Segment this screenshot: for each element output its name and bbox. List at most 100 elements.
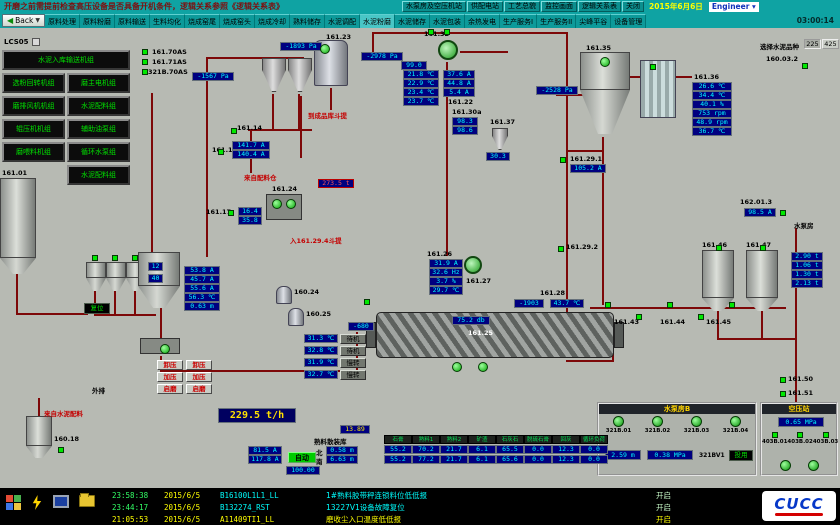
nav-tabs: 原料处理原料粉磨原料输送生料均化烧成窑尾烧成窑头烧成冷却熟料储存水泥调配水泥粉磨… [45,13,647,28]
value-display: 40.1 % [692,100,732,109]
equipment-label: 161.70AS [152,48,187,56]
user-select[interactable]: Engineer ▾ [708,1,759,12]
group-button[interactable]: 水泥配料组 [67,165,130,185]
nav-tab-7[interactable]: 熟料储存 [290,13,325,28]
nav-tab-14[interactable]: 生产服务II [537,13,577,28]
station-checkbox[interactable] [31,38,40,46]
reject-bin-cone [26,446,52,458]
hydraulic-button[interactable]: 启磨 [157,384,183,394]
equipment-label: 水泵房 [794,222,814,230]
status-indicator [228,210,234,216]
hydraulic-button[interactable]: 卸压 [157,360,183,370]
status-indicator [780,377,786,383]
equipment-label: 来自配料仓 [244,174,277,182]
equipment-label: 外排 [92,387,105,395]
group-button-main[interactable]: 水泥入库输送机组 [2,50,130,70]
state-label: 待机 [340,334,366,344]
equipment-label: 161.36 [694,73,720,81]
equipment-label: 321B.70AS [148,68,188,76]
bin-side-label: 北 [316,449,323,457]
status-indicator [600,57,610,67]
nav-tab-0[interactable]: 原料处理 [45,13,80,28]
hydraulic-button[interactable]: 启磨 [186,384,212,394]
logo-text: CUCC [774,494,824,513]
value-display: 22.9 ℃ [403,79,439,88]
pump-house-title: 水泵房B [599,404,755,414]
group-button[interactable]: 磨喂料机组 [2,142,65,162]
bin-side-label: 南 [316,458,323,466]
status-indicator [780,391,786,397]
value-display: 140.4 A [232,150,270,159]
screen-button-5[interactable]: 关闭 [622,1,644,12]
nav-tab-15[interactable]: 尖峰平谷 [576,13,612,28]
equipment-label: 161.43 [614,318,640,326]
valve-state-button[interactable]: 投用 [729,450,753,461]
screen-button-2[interactable]: 工艺总貌 [504,1,540,12]
cement-silo-1 [702,250,734,298]
nav-tab-2[interactable]: 原料输送 [115,13,150,28]
status-indicator [716,245,722,251]
nav-tab-13[interactable]: 生产服务I [500,13,538,28]
air-station-title: 空压站 [762,404,836,414]
group-button[interactable]: 辅助油泵组 [67,119,130,139]
group-button[interactable]: 辊压机机组 [2,119,65,139]
nav-tab-5[interactable]: 烧成窑头 [220,13,255,28]
screen-button-3[interactable]: 监控画面 [541,1,577,12]
nav-tab-6[interactable]: 烧成冷却 [255,13,290,28]
group-button[interactable]: 选粉回转机组 [2,73,65,93]
nav-tab-12[interactable]: 余热发电 [465,13,500,28]
status-indicator [142,69,148,75]
folder-icon[interactable] [79,493,95,507]
reset-button[interactable]: 复位 [84,303,110,314]
page-title: 开磨之前需提前检查高压设备是否具备开机条件，逻辑关系参照《逻辑关系表》 [4,2,284,11]
value-display: 40 [148,274,163,283]
hydraulic-button[interactable]: 加压 [186,372,212,382]
group-button[interactable]: 磨主电机组 [67,73,130,93]
group-button[interactable]: 水泥配料组 [67,96,130,116]
pipe-segment [160,302,162,340]
value-display: 37.6 A [443,70,475,79]
equipment-label: 入161.29.4斗提 [290,237,342,245]
equipment-label: 161.37 [490,118,516,126]
hydraulic-button[interactable]: 加压 [157,372,183,382]
screen-button-1[interactable]: 供配电站 [467,1,503,12]
group-button[interactable]: 磨排风机机组 [2,96,65,116]
bolt-icon[interactable] [32,495,42,510]
group-button[interactable]: 循环水泵组 [67,142,130,162]
equipment-label: 161.17 [206,208,232,216]
cement-type-425-button[interactable]: 425 [822,39,839,49]
batch-table-header: 回灰 [552,435,580,444]
back-button[interactable]: ◀ Back ▼ [2,14,45,27]
status-indicator [698,314,704,320]
auto-mode-button[interactable]: 自动 [288,452,316,463]
state-label: 慢转 [340,358,366,368]
windows-icon[interactable] [6,495,21,510]
nav-tab-11[interactable]: 水泥包装 [430,13,465,28]
nav-tab-8[interactable]: 水泥调配 [325,13,360,28]
title-bar: 开磨之前需提前检查高压设备是否具备开机条件，逻辑关系参照《逻辑关系表》 水泵房及… [0,0,840,13]
sidebar-row: 磨排风机机组水泥配料组 [2,96,132,116]
nav-tab-9[interactable]: 水泥粉磨 [360,13,395,28]
equipment-label: 来自水泥配料 [44,410,83,418]
nav-tab-10[interactable]: 水泥储存 [395,13,430,28]
batch-table-cell: 6.1 [468,445,496,454]
monitor-icon[interactable] [53,495,69,508]
screen-button-0[interactable]: 水泵房及空压机站 [402,1,466,12]
alarm-time: 21:05:53 [112,515,149,524]
compressor-lamp-1 [780,460,791,471]
value-display: 44.8 A [443,79,475,88]
separator-cone [580,90,630,134]
pipe-segment [206,57,208,257]
nav-tab-4[interactable]: 烧成窑尾 [185,13,220,28]
nav-tab-16[interactable]: 设备管理 [611,13,647,28]
value-display: 0.63 m [184,302,220,311]
nav-tab-1[interactable]: 原料粉磨 [80,13,115,28]
nav-tab-3[interactable]: 生料均化 [150,13,185,28]
pipe-segment [330,88,332,110]
cement-type-225-button[interactable]: 225 [804,39,821,49]
screen-button-4[interactable]: 逻辑关系表 [578,1,621,12]
hydraulic-button[interactable]: 卸压 [186,360,212,370]
